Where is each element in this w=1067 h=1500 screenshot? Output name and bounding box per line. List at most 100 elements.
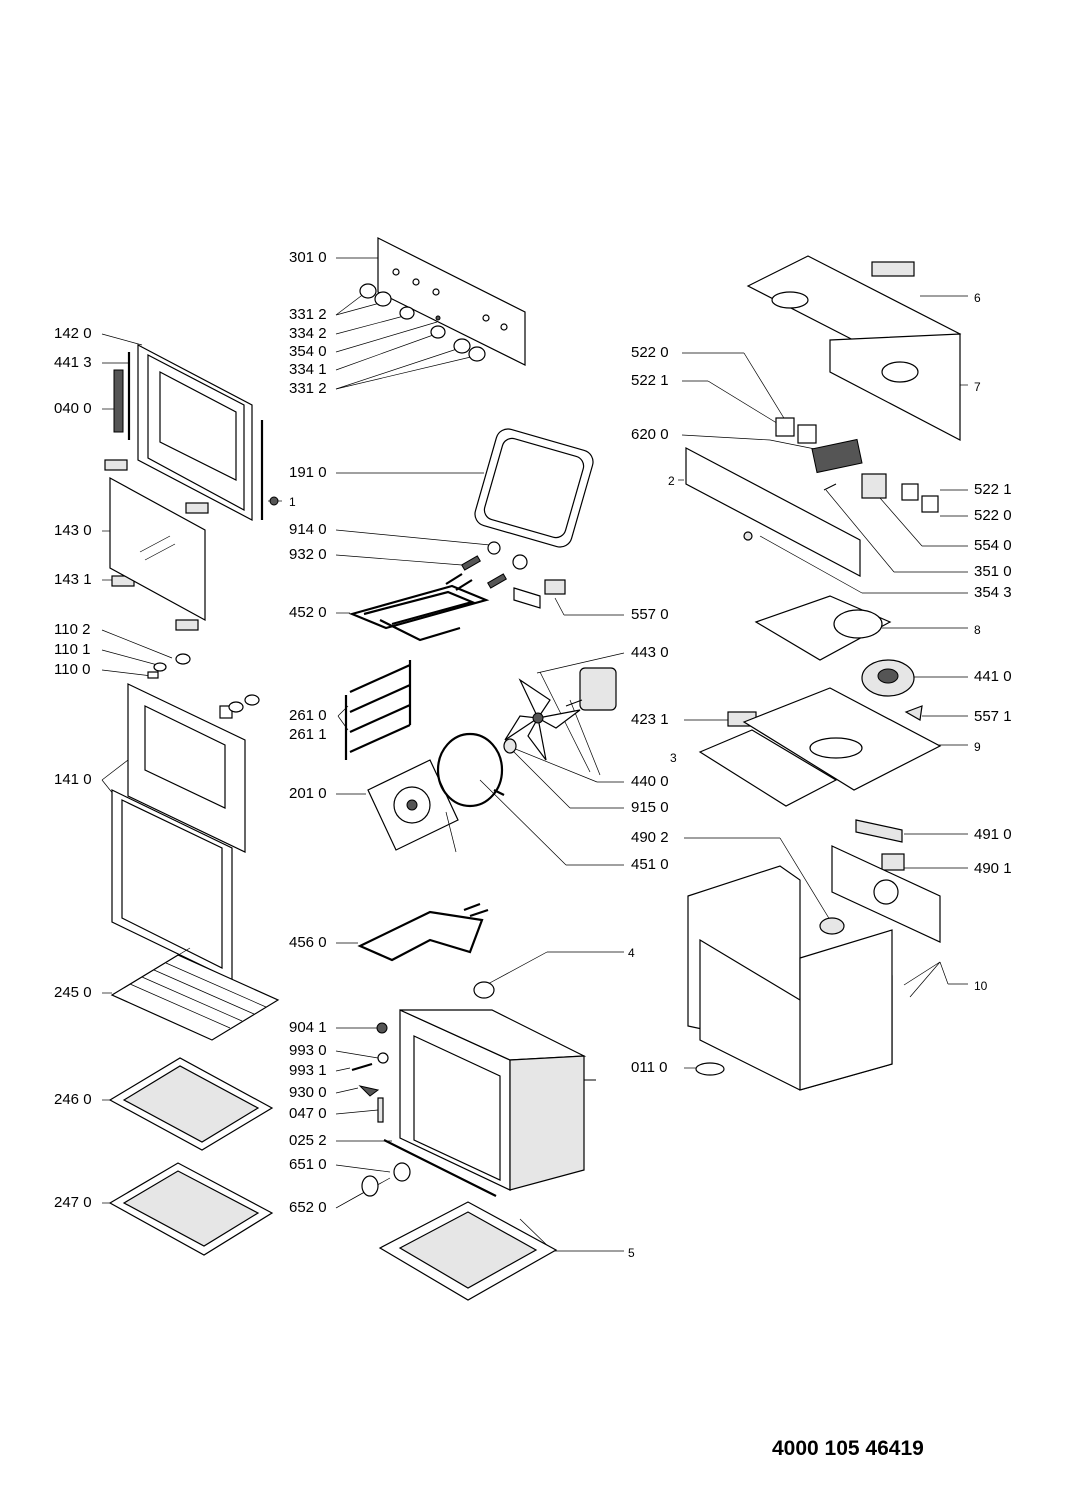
label-261-1: 261 1 (289, 726, 327, 743)
terminal-strip (855, 819, 903, 843)
screw (269, 496, 279, 506)
label-261-0: 261 0 (289, 707, 327, 724)
fan-blade (504, 678, 581, 761)
label-1: 1 (289, 495, 296, 509)
door-hinge (113, 369, 124, 433)
label-143-0: 143 0 (54, 522, 92, 539)
front-strip (698, 729, 838, 807)
baking-tray (108, 1057, 274, 1151)
fan-cover (367, 759, 459, 853)
label-440-0: 440 0 (631, 773, 669, 790)
control-panel (377, 237, 526, 366)
label-441-0: 441 0 (974, 668, 1012, 685)
label-932-0: 932 0 (289, 546, 327, 563)
label-5: 5 (628, 1246, 635, 1260)
thermostat-bracket (513, 579, 566, 609)
label-354-0: 354 0 (289, 343, 327, 360)
label-914-0: 914 0 (289, 521, 327, 538)
label-110-0: 110 0 (54, 661, 91, 678)
door-glass-panel (109, 476, 206, 622)
label-2: 2 (668, 474, 675, 488)
label-456-0: 456 0 (289, 934, 327, 951)
outer-casing (687, 865, 893, 1091)
fan-housing-plate (754, 595, 892, 661)
control-knobs (359, 283, 486, 362)
label-3: 3 (670, 751, 677, 765)
label-423-1: 423 1 (631, 711, 669, 728)
label-522-1-b: 522 1 (974, 481, 1012, 498)
fan-motor (565, 667, 617, 711)
feet (361, 1162, 411, 1197)
label-451-0: 451 0 (631, 856, 669, 873)
deep-tray (108, 1162, 274, 1256)
label-301-0: 301 0 (289, 249, 327, 266)
document-number: 4000 105 46419 (772, 1437, 924, 1460)
door-handle-parts (147, 653, 260, 719)
label-452-0: 452 0 (289, 604, 327, 621)
label-331-2-a: 331 2 (289, 306, 327, 323)
label-490-2: 490 2 (631, 829, 669, 846)
label-554-0: 554 0 (974, 537, 1012, 554)
label-651-0: 651 0 (289, 1156, 327, 1173)
label-334-2: 334 2 (289, 325, 327, 342)
label-7: 7 (974, 380, 981, 394)
label-10: 10 (974, 979, 988, 993)
lower-heating-element (357, 902, 489, 962)
small-fixings (351, 1022, 389, 1123)
lamp-cover (473, 981, 495, 999)
door-rail (383, 1139, 497, 1197)
label-490-1: 490 1 (974, 860, 1012, 877)
label-047-0: 047 0 (289, 1105, 327, 1122)
label-142-0: 142 0 (54, 325, 92, 342)
label-443-0: 443 0 (631, 644, 669, 661)
label-025-2: 025 2 (289, 1132, 327, 1149)
label-522-1-a: 522 1 (631, 372, 669, 389)
side-rails (344, 660, 412, 760)
circular-heating-element (436, 732, 505, 808)
label-441-3: 441 3 (54, 354, 92, 371)
label-915-0: 915 0 (631, 799, 669, 816)
terminal-blocks (775, 417, 939, 513)
label-8: 8 (974, 623, 981, 637)
label-110-1: 110 1 (54, 641, 91, 658)
label-6: 6 (974, 291, 981, 305)
label-522-0-b: 522 0 (974, 507, 1012, 524)
switch-module (881, 853, 905, 871)
label-247-0: 247 0 (54, 1194, 92, 1211)
top-cover (746, 255, 962, 441)
base-plate (378, 1201, 558, 1301)
leader-lines (101, 257, 968, 1252)
label-522-0-a: 522 0 (631, 344, 669, 361)
label-334-1: 334 1 (289, 361, 327, 378)
grill-element (348, 573, 490, 642)
outer-door (127, 683, 246, 853)
hinge-clips (104, 459, 209, 631)
oven-cavity (399, 1009, 596, 1191)
label-201-0: 201 0 (289, 785, 327, 802)
lamp-holder (819, 917, 845, 935)
rear-bracket (685, 447, 861, 577)
door-hinge-bar (127, 352, 264, 520)
label-011-0: 011 0 (631, 1059, 668, 1076)
tangential-fan-base (695, 1062, 725, 1076)
label-4: 4 (628, 946, 635, 960)
label-040-0: 040 0 (54, 400, 92, 417)
inner-panel (742, 687, 942, 791)
door-inner-frame (137, 344, 253, 521)
lamp-parts (461, 541, 528, 589)
label-993-0: 993 0 (289, 1042, 327, 1059)
label-9: 9 (974, 740, 981, 754)
cooling-fan (861, 659, 915, 697)
label-993-1: 993 1 (289, 1062, 327, 1079)
label-930-0: 930 0 (289, 1084, 327, 1101)
wire-rack (110, 947, 280, 1041)
label-904-1: 904 1 (289, 1019, 327, 1036)
label-557-0: 557 0 (631, 606, 669, 623)
label-141-0: 141 0 (54, 771, 92, 788)
label-354-3: 354 3 (974, 584, 1012, 601)
door-seal (474, 428, 594, 548)
label-620-0: 620 0 (631, 426, 669, 443)
rear-panel (831, 845, 941, 943)
label-491-0: 491 0 (974, 826, 1012, 843)
